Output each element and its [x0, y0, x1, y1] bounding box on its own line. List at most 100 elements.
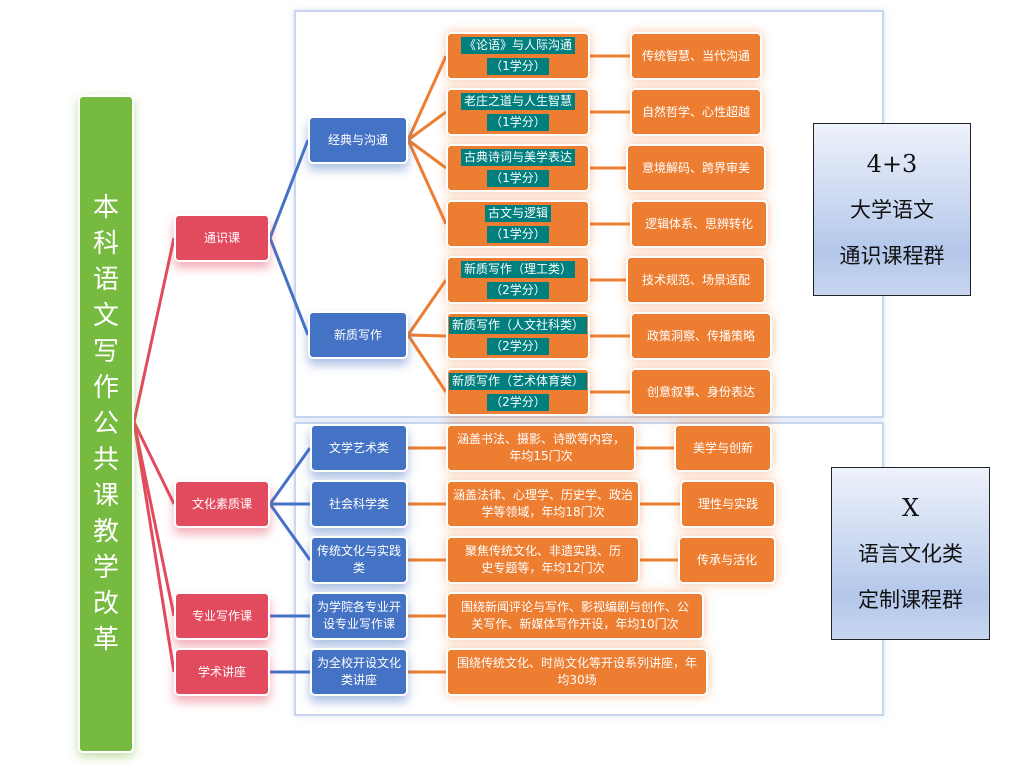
course-node[interactable]: 新质写作（人文社科类）（2学分）: [446, 312, 590, 360]
focus-label: 传统智慧、当代沟通: [641, 48, 750, 63]
focus-label: 自然哲学、心性超越: [641, 104, 750, 119]
side-label-line: 4+3: [866, 149, 918, 178]
level1-connector: [268, 139, 310, 239]
course-name: 《论语》与人际沟通: [460, 37, 575, 54]
group-connector: [407, 138, 447, 170]
level1-label: 专业写作课: [191, 608, 252, 623]
category-label: 传统文化与实践类: [316, 544, 401, 575]
side-label-line: 通识课程群: [839, 243, 945, 268]
focus-node[interactable]: 创意叙事、身份表达: [630, 368, 772, 416]
root-title-char: 公: [92, 409, 119, 439]
course-credit: （2学分）: [487, 282, 549, 299]
root-title-char: 本: [92, 193, 119, 223]
root-connector: [132, 421, 176, 673]
course-credit: （2学分）: [487, 338, 549, 355]
theme-label: 理性与实践: [697, 496, 758, 511]
focus-label: 创意叙事、身份表达: [646, 384, 755, 399]
group-connector: [407, 333, 447, 338]
root-title-char: 教: [92, 517, 119, 547]
root-title-char: 革: [92, 625, 119, 655]
course-node[interactable]: 古典诗词与美学表达 （1学分）: [446, 144, 590, 192]
group-connector: [406, 334, 448, 393]
root-title-char: 语: [92, 265, 119, 295]
level1-writing-course[interactable]: 专业写作课: [174, 592, 270, 640]
level1-lecture[interactable]: 学术讲座: [174, 648, 270, 696]
course-node[interactable]: 老庄之道与人生智慧 （1学分）: [446, 88, 590, 136]
group-label: 新质写作: [333, 327, 382, 342]
culture-desc[interactable]: 聚焦传统文化、非遗实践、历史专题等，年均12门次: [446, 536, 640, 584]
group-connector: [406, 139, 448, 225]
focus-label: 逻辑体系、思辨转化: [644, 216, 753, 231]
culture-theme[interactable]: 传承与活化: [678, 536, 776, 584]
level1-connector: [268, 447, 312, 505]
culture-category[interactable]: 文学艺术类: [310, 424, 408, 472]
level1-culture-course[interactable]: 文化素质课: [174, 480, 270, 528]
theme-label: 传承与活化: [696, 552, 757, 567]
level1-general-course[interactable]: 通识课: [174, 214, 270, 262]
focus-label: 意境解码、跨界审美: [641, 160, 750, 175]
culture-theme[interactable]: 美学与创新: [674, 424, 772, 472]
root-title-char: 作: [92, 373, 119, 403]
course-credit: （2学分）: [487, 394, 549, 411]
side-label-line: 语言文化类: [858, 541, 963, 566]
culture-desc[interactable]: 涵盖法律、心理学、历史学、政治学等领域，年均18门次: [446, 480, 640, 528]
desc-label: 围绕传统文化、时尚文化等开设系列讲座，年均30场: [456, 656, 697, 687]
root-title-char: 改: [92, 589, 119, 619]
root-connector: [132, 421, 176, 505]
side-label-line: X: [901, 493, 920, 522]
desc-label: 涵盖法律、心理学、历史学、政治学等领域，年均18门次: [452, 488, 633, 519]
root-node[interactable]: 本科语文写作公共课教学改革: [78, 95, 134, 753]
course-node[interactable]: 新质写作（艺术体育类）（2学分）: [446, 368, 590, 416]
level1-label: 学术讲座: [197, 664, 246, 679]
root-title-char: 科: [92, 229, 119, 259]
root-title-char: 课: [92, 481, 119, 511]
root-title: 本科语文写作公共课教学改革: [93, 190, 119, 658]
culture-category[interactable]: 传统文化与实践类: [310, 536, 408, 584]
group-connector: [406, 279, 448, 336]
focus-node[interactable]: 逻辑体系、思辨转化: [630, 200, 768, 248]
root-title-char: 文: [92, 301, 119, 331]
course-credit: （1学分）: [487, 226, 549, 243]
category-label: 社会科学类: [328, 496, 389, 511]
desc-label: 涵盖书法、摄影、诗歌等内容，年均15门次: [456, 432, 625, 463]
culture-desc[interactable]: 涵盖书法、摄影、诗歌等内容，年均15门次: [446, 424, 636, 472]
lecture-category[interactable]: 为全校开设文化类讲座: [310, 648, 408, 696]
focus-node[interactable]: 政策洞察、传播策略: [630, 312, 772, 360]
focus-node[interactable]: 自然哲学、心性超越: [630, 88, 762, 136]
group-classics-communication[interactable]: 经典与沟通: [308, 116, 408, 164]
group-connector: [406, 55, 448, 141]
desc-label: 围绕新闻评论与写作、影视编剧与创作、公关写作、新媒体写作开设，年均10门次: [460, 600, 689, 631]
level1-connector: [268, 503, 312, 561]
course-name: 古典诗词与美学表达: [460, 149, 575, 166]
side-label-line: 大学语文: [850, 197, 934, 222]
course-credit: （1学分）: [487, 58, 549, 75]
focus-label: 政策洞察、传播策略: [646, 328, 755, 343]
group-new-writing[interactable]: 新质写作: [308, 311, 408, 359]
culture-category[interactable]: 社会科学类: [310, 480, 408, 528]
side-label-general: 4+3 大学语文 通识课程群: [813, 123, 971, 296]
level1-label: 文化素质课: [191, 496, 252, 511]
category-label: 为学院各专业开设专业写作课: [316, 600, 401, 631]
focus-node[interactable]: 技术规范、场景适配: [626, 256, 766, 304]
culture-theme[interactable]: 理性与实践: [680, 480, 776, 528]
root-title-char: 共: [92, 445, 119, 475]
course-credit: （1学分）: [487, 114, 549, 131]
writing-category[interactable]: 为学院各专业开设专业写作课: [310, 592, 408, 640]
focus-node[interactable]: 意境解码、跨界审美: [626, 144, 766, 192]
course-node[interactable]: 古文与逻辑（1学分）: [446, 200, 590, 248]
writing-desc[interactable]: 围绕新闻评论与写作、影视编剧与创作、公关写作、新媒体写作开设，年均10门次: [446, 592, 704, 640]
focus-node[interactable]: 传统智慧、当代沟通: [630, 32, 762, 80]
category-label: 文学艺术类: [328, 440, 389, 455]
course-node[interactable]: 新质写作（理工类）（2学分）: [446, 256, 590, 304]
course-name: 老庄之道与人生智慧: [460, 93, 575, 110]
level1-connector: [268, 237, 310, 336]
theme-label: 美学与创新: [692, 440, 753, 455]
group-connector: [407, 110, 447, 142]
course-node[interactable]: 《论语》与人际沟通 （1学分）: [446, 32, 590, 80]
lecture-desc[interactable]: 围绕传统文化、时尚文化等开设系列讲座，年均30场: [446, 648, 708, 696]
desc-label: 聚焦传统文化、非遗实践、历史专题等，年均12门次: [464, 544, 621, 575]
course-credit: （1学分）: [487, 170, 549, 187]
group-label: 经典与沟通: [327, 132, 388, 147]
